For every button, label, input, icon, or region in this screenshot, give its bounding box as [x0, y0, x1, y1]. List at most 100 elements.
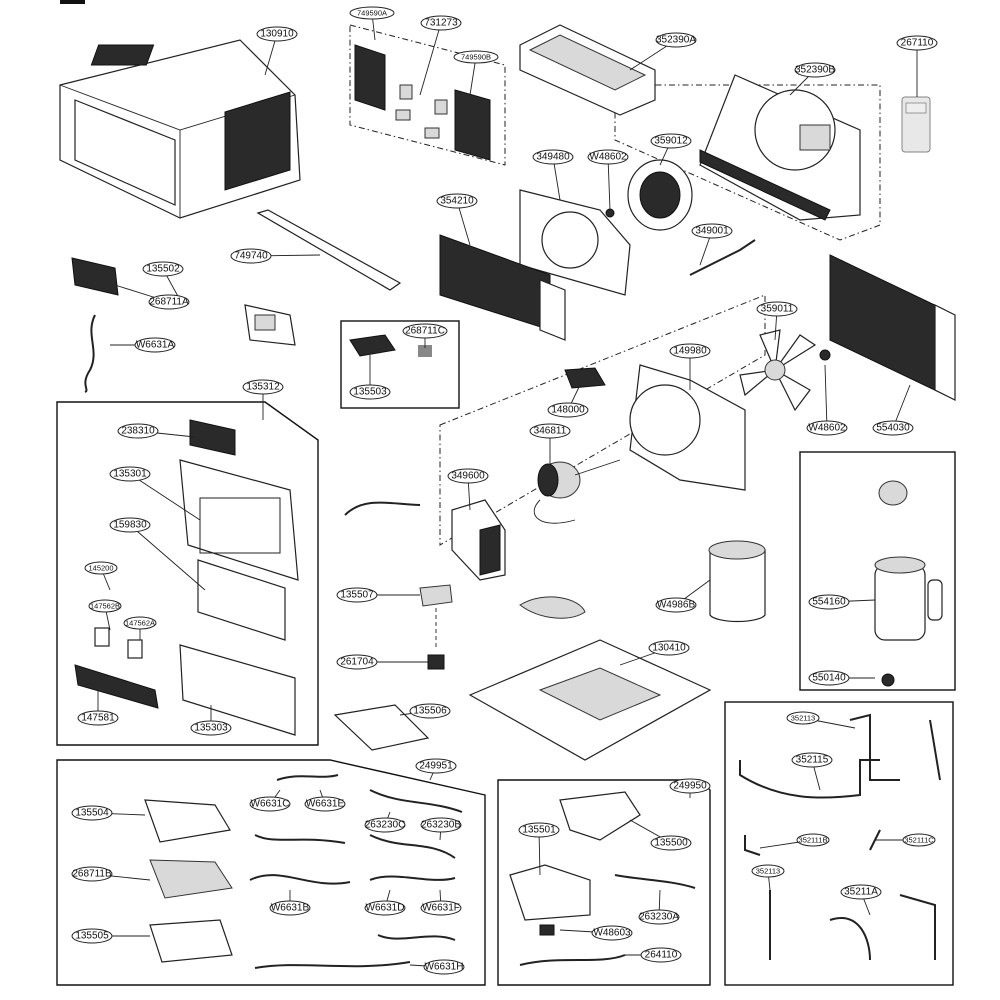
callout-oval [336, 654, 378, 670]
control-box-part [244, 304, 296, 346]
rod-part [689, 239, 756, 276]
callout-oval [109, 466, 151, 482]
part-number-label: W48602 [808, 423, 846, 434]
part-number-label: 349600 [451, 471, 485, 482]
callout-oval [648, 640, 690, 656]
part-callout: 352113 [786, 711, 856, 729]
callout-oval [420, 900, 462, 916]
part-callout: 359011 [756, 301, 798, 341]
part-number-label: 135506 [413, 706, 447, 717]
part-number-label: 130910 [260, 29, 294, 40]
leader-line [129, 473, 201, 521]
part-callout: 268711B [71, 866, 151, 882]
part-number-label: 135501 [522, 825, 556, 836]
part-callout: 352115 [791, 752, 833, 791]
callout-oval [134, 337, 176, 353]
part-number-label: 352390B [795, 65, 835, 76]
part-number-label: W6631D [366, 903, 405, 914]
part-number-label: 35211A [844, 887, 878, 898]
piping-group-box [724, 701, 954, 986]
part-callout: 267110 [896, 35, 938, 97]
compressor-part [874, 480, 943, 641]
part-number-label: 268711B [72, 869, 112, 880]
leader-line [129, 524, 206, 591]
part-number-label: 135505 [75, 931, 109, 942]
side-brackets-part [354, 44, 491, 161]
part-callout: 349001 [691, 223, 733, 266]
part-number-label: 159830 [113, 520, 147, 531]
callout-oval [447, 468, 489, 484]
cabinet-part [59, 39, 301, 219]
part-number-label: 145200 [88, 564, 113, 573]
part-number-label: 554030 [876, 423, 910, 434]
part-callout: 749590B [453, 50, 499, 96]
callout-oval [423, 959, 465, 975]
part-callout: 263230B [420, 817, 462, 841]
part-number-label: 267110 [901, 38, 934, 49]
part-callout: 135301 [109, 466, 201, 521]
callout-oval [436, 193, 478, 209]
part-number-label: 249951 [419, 761, 453, 772]
callout-oval [249, 796, 291, 812]
part-callout: 550140 [808, 670, 875, 686]
page-tab-mark [60, 0, 85, 4]
part-number-label: 148000 [551, 405, 585, 416]
propeller-fan-part [739, 329, 817, 412]
shroud-part [629, 364, 746, 491]
wiring-group-box-left [56, 759, 486, 986]
callout-oval [547, 402, 589, 418]
part-callout: 135503 [349, 355, 391, 400]
part-callout: 135502 [142, 261, 184, 301]
part-number-label: 147562B [90, 602, 120, 611]
callout-oval [142, 261, 184, 277]
leader-line [824, 364, 828, 429]
part-callout: 352390A [629, 32, 697, 71]
leader-line [419, 22, 442, 96]
part-callout: 749740 [230, 248, 321, 264]
callout-oval [84, 561, 118, 575]
part-number-label: 130410 [652, 643, 686, 654]
part-callout: 731273 [419, 15, 462, 96]
nut-part [605, 208, 615, 218]
pad-part [519, 596, 586, 619]
pcb-part [71, 257, 119, 296]
part-callout: 349600 [447, 468, 489, 511]
callout-oval [796, 833, 830, 847]
callout-oval [808, 670, 850, 686]
part-callout: 238310 [117, 423, 196, 439]
condenser-coil-part [829, 254, 956, 401]
callout-oval [364, 817, 406, 833]
callout-oval [190, 720, 232, 736]
part-callouts: 130910749590A731273749590B352390A352390B… [71, 6, 938, 975]
part-number-label: 149980 [673, 346, 707, 357]
callout-oval [655, 597, 697, 613]
base-pan-part [468, 639, 712, 761]
callout-oval [794, 62, 836, 78]
part-callout: 130910 [256, 26, 298, 76]
part-number-label: W6631F [422, 903, 460, 914]
part-number-label: 749740 [234, 251, 268, 262]
part-callout: W48603 [559, 925, 633, 941]
callout-oval [409, 703, 451, 719]
part-callout: 554030 [872, 384, 914, 436]
callout-oval [669, 778, 711, 794]
part-callout: 135312 [242, 379, 284, 420]
cover-plate-part [333, 704, 430, 751]
part-number-label: 147581 [81, 713, 115, 724]
motor-bracket-part [451, 499, 506, 581]
pcb-small-part [349, 334, 396, 357]
callout-oval [808, 594, 850, 610]
callout-oval [655, 32, 697, 48]
callout-oval [123, 616, 157, 630]
part-callout: W48602 [806, 364, 848, 436]
front-grille-group-box [56, 401, 319, 746]
part-number-label: 238310 [121, 426, 155, 437]
callout-oval [269, 900, 311, 916]
callout-oval [148, 294, 190, 310]
part-number-label: W6631B [271, 903, 310, 914]
part-number-label: 249950 [673, 781, 707, 792]
part-callout: 130410 [619, 640, 690, 666]
relay-part [427, 654, 445, 670]
pcb-group-box [340, 320, 460, 409]
